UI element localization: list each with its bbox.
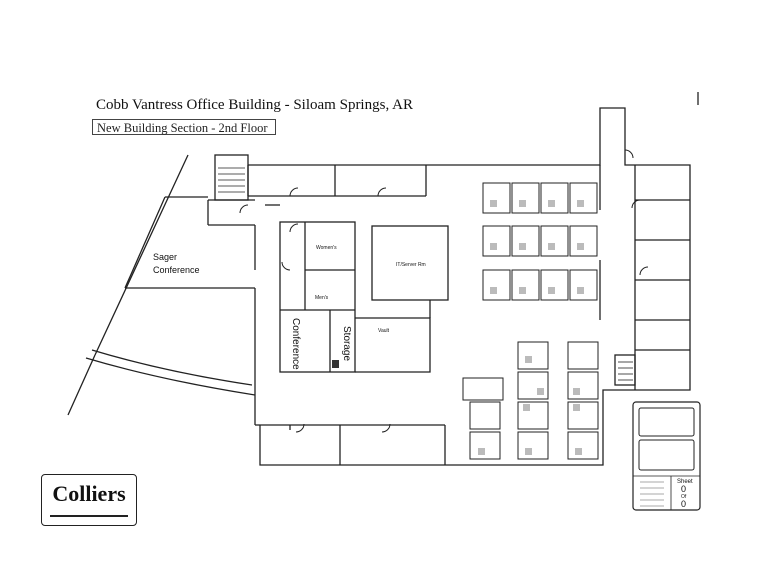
logo-text: Colliers bbox=[52, 481, 126, 506]
walls bbox=[67, 92, 699, 466]
plan-subtitle: New Building Section - 2nd Floor bbox=[92, 119, 276, 135]
sheet-number: 0 bbox=[681, 484, 686, 494]
mens-label: Men's bbox=[315, 295, 329, 301]
storage-label: Storage bbox=[341, 326, 352, 361]
workstation-chairs-upper bbox=[490, 200, 584, 294]
workstations-lower bbox=[462, 341, 599, 460]
stairs bbox=[218, 167, 633, 381]
doors bbox=[239, 149, 649, 433]
storage-fixture bbox=[332, 360, 339, 368]
sager-label-2: Conference bbox=[153, 265, 200, 275]
sheet-label: Sheet bbox=[677, 479, 693, 485]
sager-label-1: Sager bbox=[153, 252, 177, 262]
vault-label: Vault bbox=[378, 328, 390, 334]
it-server-label: IT/Server Rm bbox=[396, 262, 426, 268]
womens-label: Women's bbox=[316, 245, 337, 251]
colliers-logo: Colliers bbox=[41, 474, 137, 526]
workstation-chairs-lower bbox=[478, 356, 582, 455]
conference-label: Conference bbox=[290, 318, 301, 370]
workstations-upper bbox=[482, 182, 598, 301]
plan-title: Cobb Vantress Office Building - Siloam S… bbox=[96, 97, 413, 113]
sheet-total: 0 bbox=[681, 499, 686, 509]
title-block: Sheet 0 Of 0 bbox=[632, 401, 701, 511]
sheet-of: Of bbox=[681, 494, 687, 500]
